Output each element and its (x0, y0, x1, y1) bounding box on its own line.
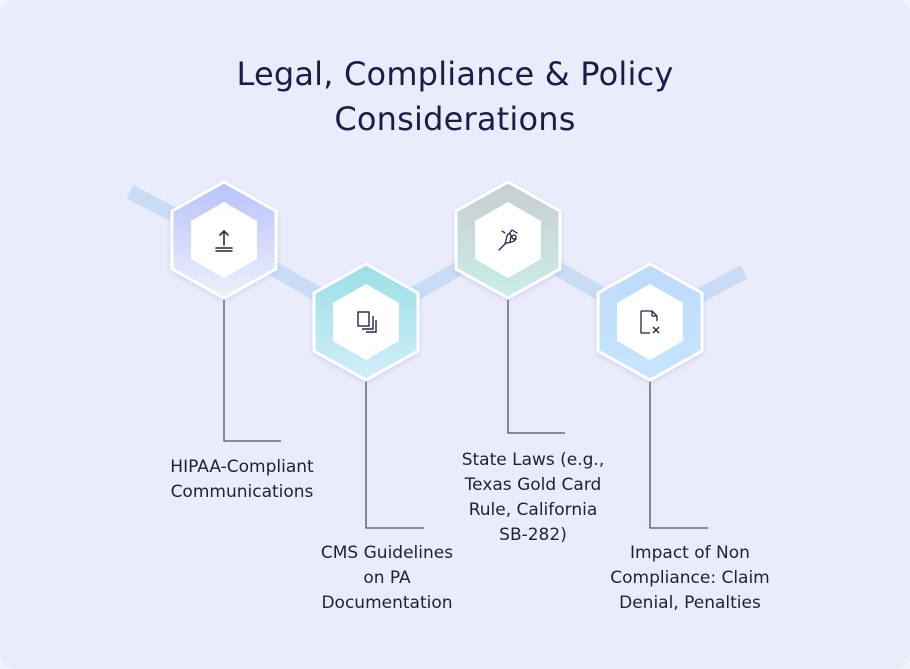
hexagon-step-4 (596, 262, 704, 382)
connector-3 (507, 284, 565, 434)
hexagon-step-1 (170, 180, 278, 300)
legal-hand-icon (498, 229, 518, 251)
hexagon-step-2 (312, 262, 420, 382)
connector-2 (365, 378, 424, 529)
step-3-label: State Laws (e.g., Texas Gold Card Rule, … (461, 450, 605, 545)
connector-1 (223, 297, 281, 442)
step-1-label: HIPAA-Compliant Communications (170, 457, 314, 502)
document-cancel-icon (640, 310, 660, 334)
hexagon-step-3 (454, 180, 562, 300)
diagram-title: Legal, Compliance & Policy Consideration… (0, 52, 910, 142)
step-4-label: Impact of Non Compliance: Claim Denial, … (610, 543, 770, 613)
upload-document-icon (215, 229, 233, 252)
step-2-label: CMS Guidelines on PA Documentation (320, 543, 454, 613)
title-line-1: Legal, Compliance & Policy (236, 55, 674, 93)
copy-documents-icon (357, 311, 377, 333)
title-line-2: Considerations (334, 100, 576, 138)
connector-4 (649, 378, 708, 529)
